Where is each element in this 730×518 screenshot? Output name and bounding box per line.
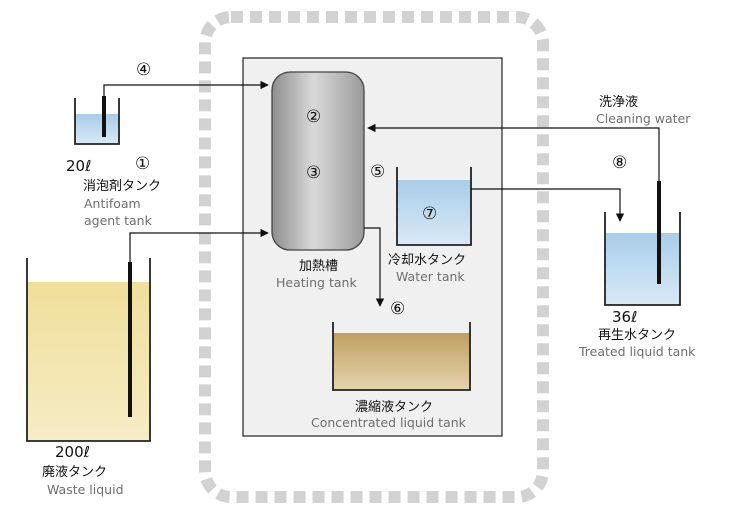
pipe-waste-to-heating xyxy=(129,228,269,262)
cleaning-name-jp: 洗浄液 xyxy=(599,95,638,110)
waste-name-jp: 廃液タンク xyxy=(42,464,107,480)
cooling-name-en: Water tank xyxy=(396,269,465,284)
treated-volume: 36ℓ xyxy=(612,308,637,326)
step-8-marker: ⑧ xyxy=(612,153,627,173)
treated-name-en: Treated liquid tank xyxy=(578,344,696,359)
heating-tank xyxy=(271,71,365,251)
waste-liquid-tank xyxy=(26,258,151,442)
step-1-marker: ① xyxy=(135,154,150,174)
heating-name-jp: 加熱槽 xyxy=(299,259,338,274)
step-5-marker: ⑤ xyxy=(370,162,385,182)
step-2-marker: ② xyxy=(306,107,321,127)
treated-liquid-tank xyxy=(604,181,681,306)
antifoam-volume: 20ℓ xyxy=(66,157,91,175)
step-7-marker: ⑦ xyxy=(422,204,437,224)
antifoam-name-jp: 消泡剤タンク xyxy=(83,178,161,194)
unit-outer-dashed-frame xyxy=(199,11,549,503)
concentrated-name-en: Concentrated liquid tank xyxy=(311,415,467,430)
concentrated-liquid-tank xyxy=(332,322,471,391)
pipe-water-to-treated xyxy=(471,188,625,222)
cooling-water-tank xyxy=(396,167,472,246)
waste-name-en: Waste liquid xyxy=(47,482,124,497)
pipe-heating-to-concentrate xyxy=(364,227,385,307)
waste-volume: 200ℓ xyxy=(55,443,90,461)
step-6-marker: ⑥ xyxy=(390,299,405,319)
cleaning-name-en: Cleaning water xyxy=(596,111,691,126)
concentrated-name-jp: 濃縮液タンク xyxy=(355,399,433,415)
antifoam-tank xyxy=(74,96,120,145)
cooling-name-jp: 冷却水タンク xyxy=(388,253,466,268)
step-4-marker: ④ xyxy=(136,60,151,80)
treated-name-jp: 再生水タンク xyxy=(598,328,676,343)
antifoam-name-en-1: Antifoam xyxy=(84,196,141,211)
step-3-marker: ③ xyxy=(306,163,321,183)
heating-name-en: Heating tank xyxy=(276,275,357,290)
antifoam-name-en-2: agent tank xyxy=(84,213,153,228)
pipe-cleaning-to-heating xyxy=(367,123,660,181)
pipe-antifoam-to-heating xyxy=(103,80,269,96)
